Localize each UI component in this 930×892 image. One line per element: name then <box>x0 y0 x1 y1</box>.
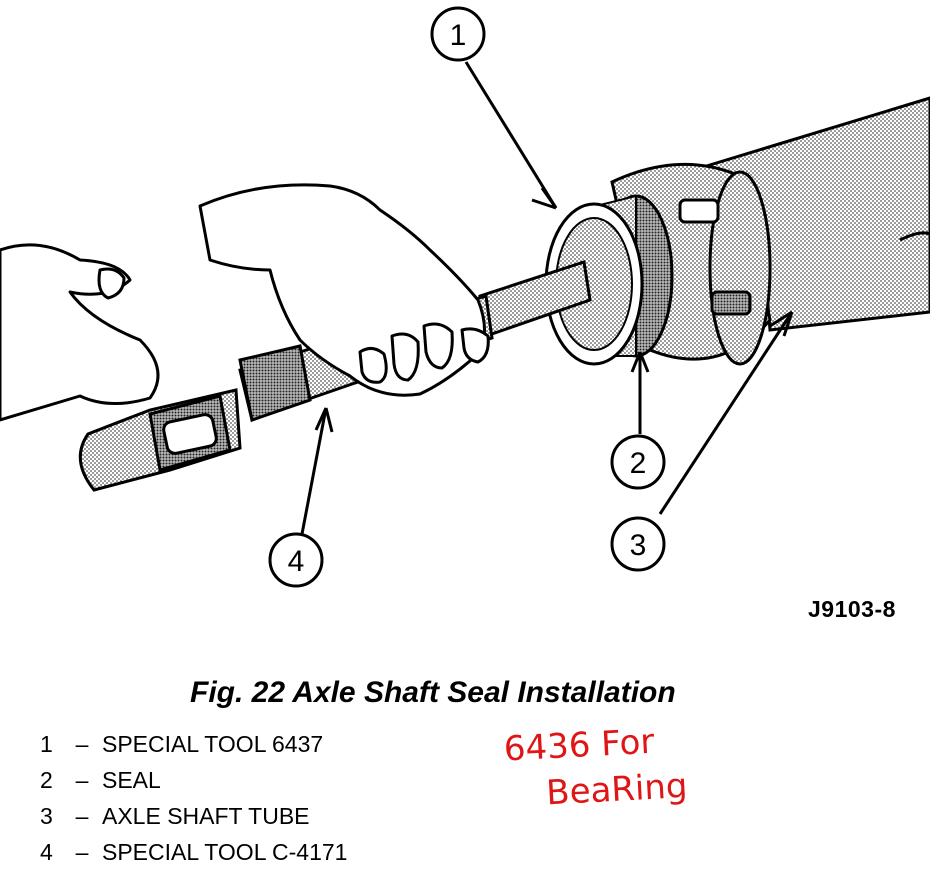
axle-seal-illustration: 1 2 3 4 <box>0 6 930 588</box>
legend-number: 1 <box>40 731 53 757</box>
svg-text:2: 2 <box>630 447 647 480</box>
callout-3: 3 <box>610 516 666 572</box>
svg-text:4: 4 <box>288 545 305 578</box>
handwritten-note-line-1: 6436 For <box>502 721 656 770</box>
legend-label: SPECIAL TOOL 6437 <box>102 731 324 757</box>
legend-number: 4 <box>40 839 53 865</box>
svg-text:3: 3 <box>630 529 647 562</box>
legend-label: SEAL <box>102 767 161 793</box>
legend-number: 3 <box>40 803 53 829</box>
legend-dash: – <box>75 839 89 865</box>
legend-dash: – <box>75 803 89 829</box>
legend-number: 2 <box>40 767 53 793</box>
figure-caption: Fig. 22 Axle Shaft Seal Installation <box>190 676 676 709</box>
legend-dash: – <box>75 731 89 757</box>
svg-text:1: 1 <box>450 19 467 52</box>
handwritten-note: 6436 For BeaRing <box>503 714 757 819</box>
seal-installer-tool-drawing <box>544 194 674 366</box>
legend-item: 1–SPECIAL TOOL 6437 <box>40 726 347 762</box>
callout-2: 2 <box>610 434 666 490</box>
legend-label: SPECIAL TOOL C-4171 <box>102 839 348 865</box>
legend-item: 3–AXLE SHAFT TUBE <box>40 798 347 834</box>
figure-code: J9103-8 <box>808 596 896 622</box>
hands-drawing <box>0 183 490 422</box>
callout-leader-lines <box>300 61 794 535</box>
callout-1: 1 <box>430 6 486 62</box>
legend-dash: – <box>75 767 89 793</box>
legend-label: AXLE SHAFT TUBE <box>102 803 310 829</box>
callout-4: 4 <box>268 532 324 588</box>
legend-item: 2–SEAL <box>40 762 347 798</box>
handwritten-note-line-2: BeaRing <box>545 766 689 814</box>
parts-legend: 1–SPECIAL TOOL 6437 2–SEAL 3–AXLE SHAFT … <box>40 726 347 870</box>
legend-item: 4–SPECIAL TOOL C-4171 <box>40 834 347 870</box>
